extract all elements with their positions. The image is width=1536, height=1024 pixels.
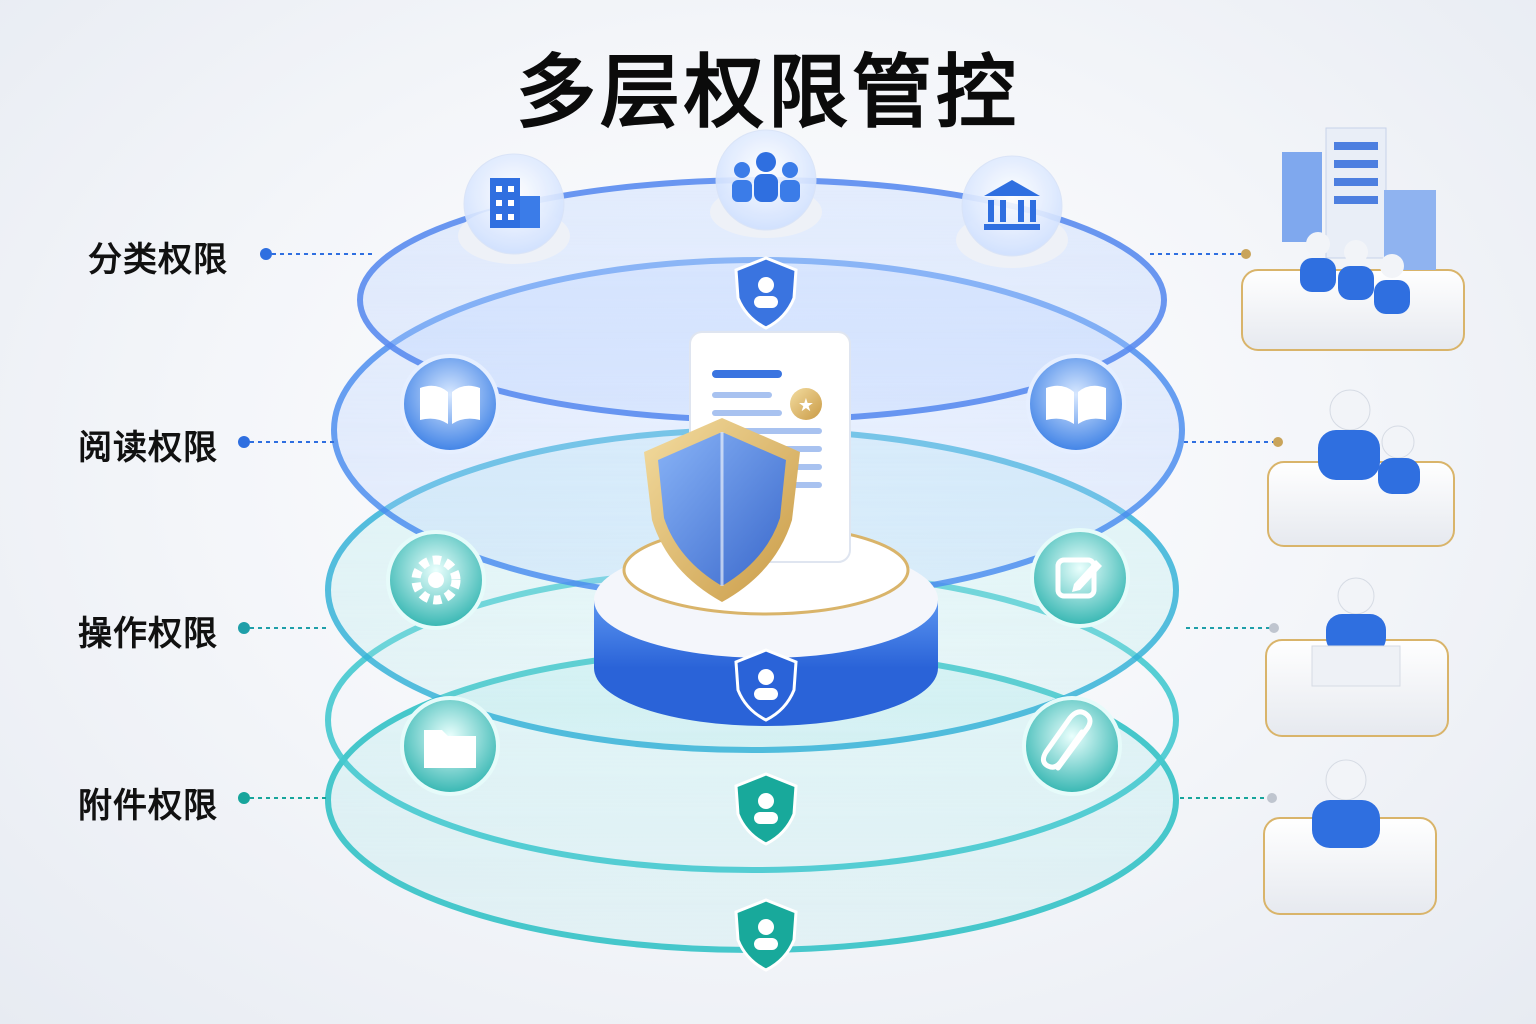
page-title: 多层权限管控 xyxy=(516,46,1020,139)
user-shield-icon-3 xyxy=(734,772,798,846)
institution-icon xyxy=(956,155,1068,268)
paperclip-icon xyxy=(1022,696,1122,796)
user-desk-icon xyxy=(1265,577,1449,737)
layer-label-operate: 操作权限 xyxy=(78,614,218,654)
shield-icon xyxy=(644,418,800,602)
layer-label-attachment: 附件权限 xyxy=(78,786,218,826)
layer-label-read: 阅读权限 xyxy=(78,428,218,468)
user-shield-icon-1 xyxy=(734,256,798,330)
team-icon xyxy=(710,129,822,238)
building-icon xyxy=(458,153,570,264)
user-shield-icon-2 xyxy=(734,648,798,722)
edit-icon xyxy=(1030,528,1130,628)
svg-text:★: ★ xyxy=(798,395,814,416)
open-book-icon-right xyxy=(1026,354,1126,454)
left-connectors xyxy=(238,248,372,804)
user-pair-icon xyxy=(1267,389,1455,547)
open-book-icon-left xyxy=(400,354,500,454)
server-org-icon xyxy=(1241,127,1465,351)
single-user-icon xyxy=(1263,759,1437,915)
gear-icon xyxy=(386,530,486,630)
right-connectors xyxy=(1150,249,1283,803)
layer-label-category: 分类权限 xyxy=(88,240,228,280)
user-shield-icon-4 xyxy=(734,898,798,972)
folder-icon xyxy=(400,696,500,796)
